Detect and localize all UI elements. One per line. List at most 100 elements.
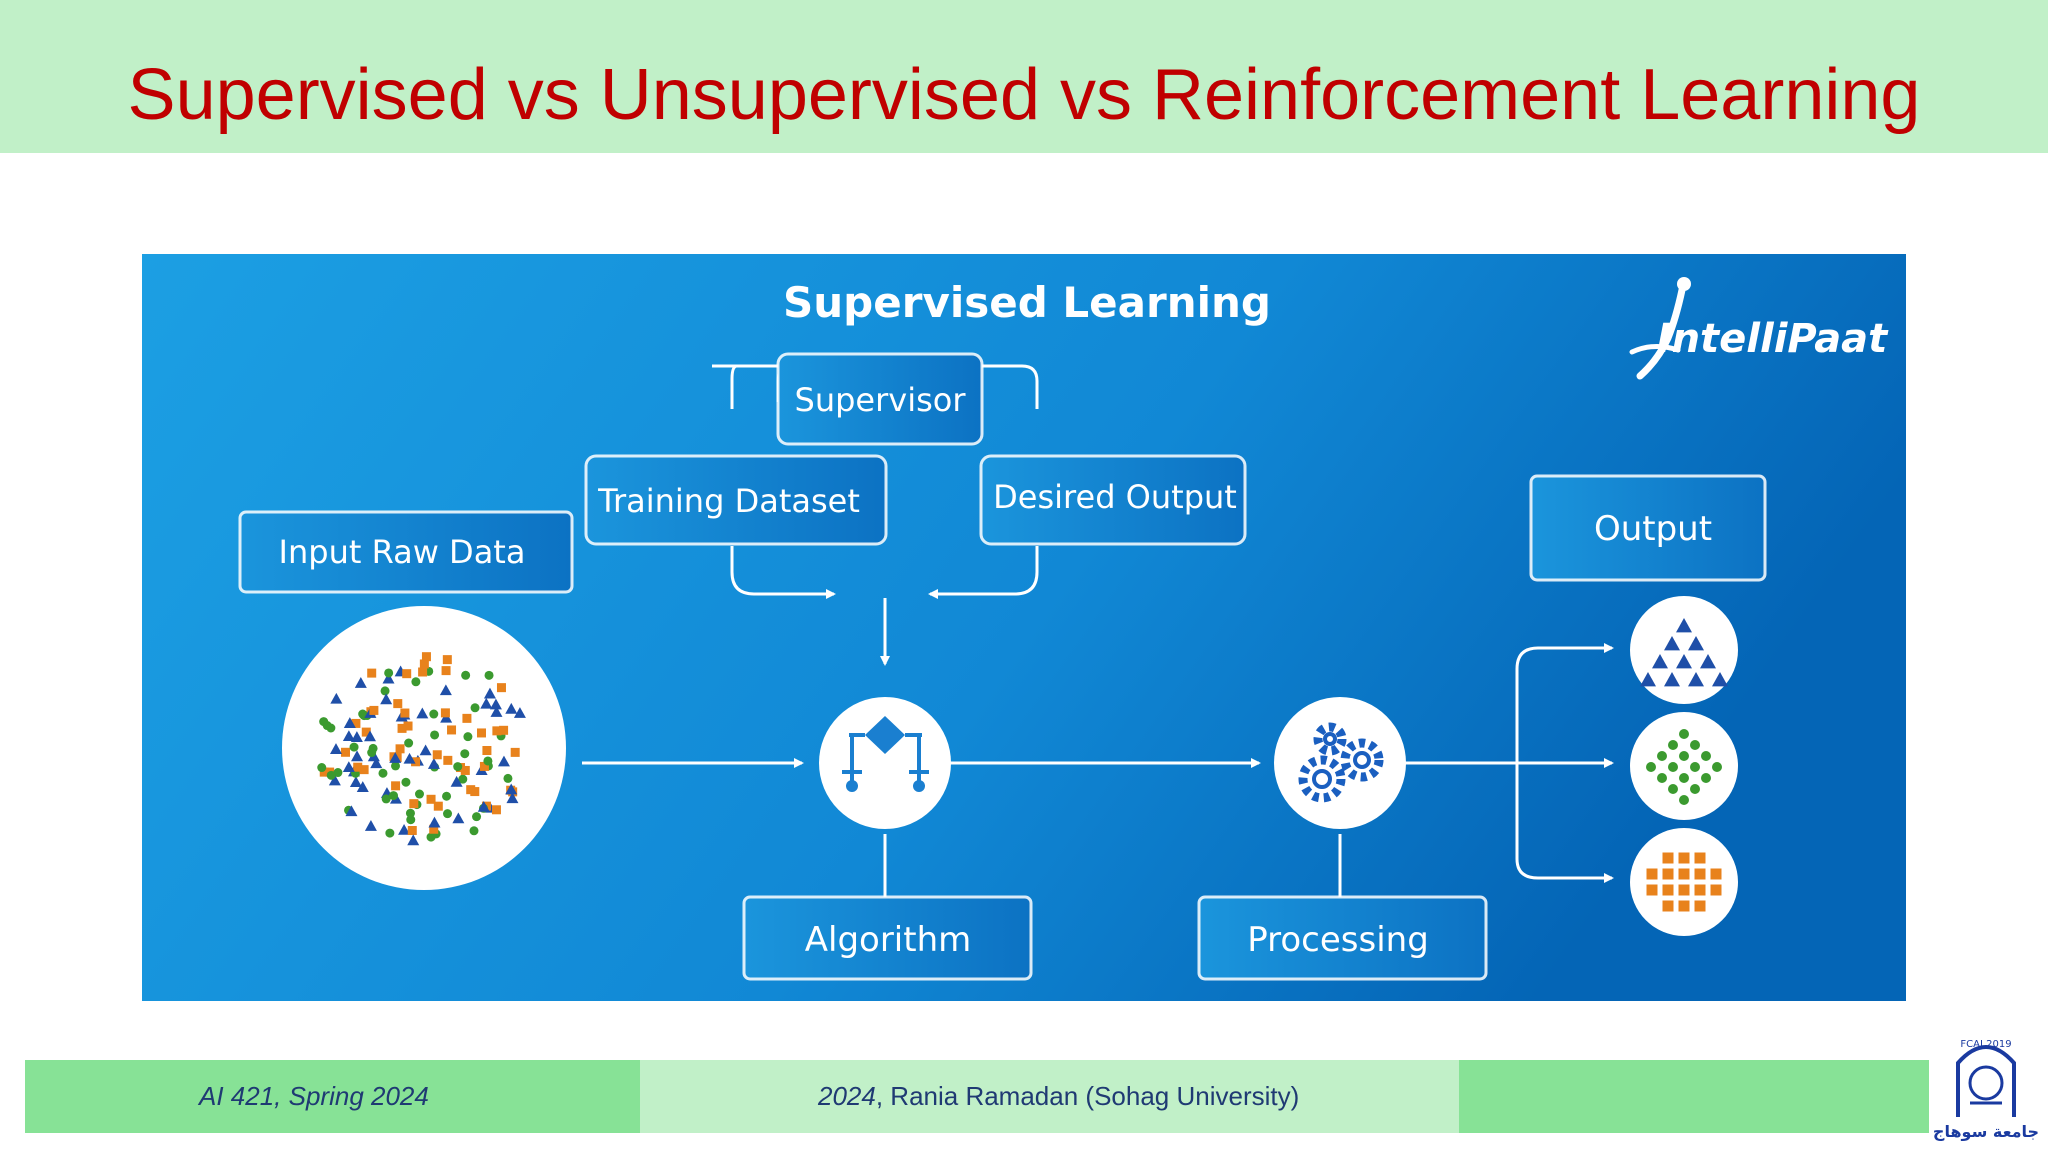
data-triangle (416, 707, 429, 719)
data-square (409, 799, 419, 809)
data-square (442, 655, 452, 665)
data-square (433, 801, 443, 811)
cluster-triangle (1676, 618, 1692, 633)
data-triangle (343, 717, 356, 728)
logo-top-text: FCAI 2019 (1960, 1039, 2011, 1050)
data-circle (472, 812, 482, 822)
data-triangle (349, 776, 362, 788)
data-square (411, 757, 421, 767)
data-square (462, 713, 472, 723)
data-square (421, 652, 431, 662)
data-square (393, 699, 403, 709)
data-square (341, 747, 351, 757)
data-square (403, 721, 413, 731)
data-triangle (452, 812, 465, 824)
cluster-circle (1668, 740, 1678, 750)
data-triangle (342, 730, 355, 742)
data-circle (401, 777, 411, 787)
intellipaat-logo: IntelliPaat (1629, 277, 1889, 380)
input-raw-data-label: Input Raw Data (279, 533, 526, 571)
cluster-square (1662, 868, 1674, 880)
data-triangle (328, 774, 341, 786)
data-circle (406, 815, 416, 825)
data-triangle (345, 805, 358, 817)
data-triangle (483, 687, 496, 699)
data-circle (461, 670, 471, 680)
data-square (359, 765, 369, 775)
data-triangle (407, 834, 420, 846)
data-square (510, 747, 520, 757)
cluster-circle (1679, 795, 1689, 805)
faculty-logo: FCAI 2019 جامعة سوهاج (1930, 1025, 2042, 1147)
data-square (369, 705, 379, 715)
cluster-triangle (1676, 654, 1692, 669)
data-circle (430, 730, 440, 740)
data-circle (442, 791, 452, 801)
data-square (391, 781, 401, 791)
slide-title: Supervised vs Unsupervised vs Reinforcem… (127, 55, 1921, 135)
data-square (367, 668, 377, 678)
data-triangle (489, 698, 502, 710)
cluster-square (1662, 900, 1674, 912)
data-circle (367, 748, 377, 758)
data-circle (443, 809, 453, 819)
cluster-square (1678, 852, 1690, 864)
data-square (440, 708, 450, 718)
circles-cluster-icon (1630, 712, 1738, 820)
cluster-circle (1690, 762, 1700, 772)
data-circle (414, 789, 424, 799)
data-circle (411, 677, 421, 687)
data-circle (326, 770, 336, 780)
cluster-square (1710, 868, 1722, 880)
supervised-learning-diagram: Supervised Learning IntelliPaat Supervis… (142, 254, 1906, 1001)
output-label: Output (1594, 509, 1712, 549)
cluster-triangle (1688, 672, 1704, 687)
data-triangle (477, 800, 490, 812)
cluster-circle (1701, 773, 1711, 783)
data-triangle (480, 697, 493, 709)
footer-course: AI 421, Spring 2024 (199, 1081, 429, 1111)
data-square (491, 805, 501, 815)
logo-bottom-text: جامعة سوهاج (1933, 1122, 2039, 1141)
data-square (479, 761, 489, 771)
data-square (499, 725, 509, 735)
data-square (432, 750, 442, 760)
data-circle (405, 808, 415, 818)
cluster-square (1678, 900, 1690, 912)
data-circle (378, 768, 388, 778)
supervisor-label: Supervisor (795, 381, 967, 419)
data-triangle (490, 706, 503, 717)
data-square (460, 765, 470, 775)
cluster-square (1694, 884, 1706, 896)
data-circle (503, 773, 513, 783)
supervisor-box: Supervisor (776, 352, 984, 446)
data-square (361, 727, 371, 737)
cluster-circle (1679, 729, 1689, 739)
processing-label: Processing (1247, 920, 1429, 960)
cluster-square (1646, 868, 1658, 880)
data-triangle (382, 672, 395, 684)
data-square (482, 746, 492, 756)
data-circle (483, 756, 493, 766)
data-triangle (506, 792, 519, 804)
data-triangle (364, 820, 377, 831)
data-triangle (497, 755, 510, 767)
runner-figure-icon (1636, 286, 1686, 380)
data-triangle (428, 816, 441, 828)
data-triangle (351, 750, 364, 762)
data-triangle (439, 684, 452, 696)
data-circle (460, 749, 470, 759)
footer-author: 2024, Rania Ramadan (Sohag University) (818, 1060, 1299, 1133)
data-square (353, 762, 363, 772)
data-triangle (370, 757, 383, 769)
cluster-circle (1679, 773, 1689, 783)
cluster-square (1662, 852, 1674, 864)
cluster-circle (1712, 762, 1722, 772)
cluster-circle (1668, 784, 1678, 794)
data-circle (319, 717, 329, 727)
data-triangle (354, 677, 367, 688)
data-square (492, 726, 502, 736)
cluster-circle (1668, 762, 1678, 772)
algorithm-box: Algorithm (742, 895, 1033, 981)
data-triangle (427, 758, 440, 769)
